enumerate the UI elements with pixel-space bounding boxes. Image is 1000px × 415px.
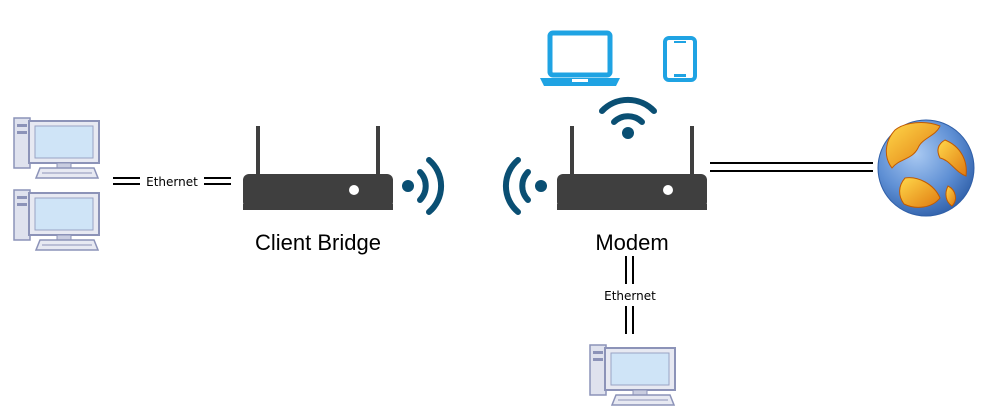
ethernet-label-bottom: Ethernet [604, 289, 656, 303]
wireless-signal-icon [402, 157, 445, 215]
ethernet-label-left: Ethernet [146, 175, 198, 189]
desktop-computer-icon [13, 189, 100, 251]
client-bridge-label: Client Bridge [255, 230, 381, 255]
desktop-computer-icon [589, 344, 676, 406]
modem-router-icon [557, 126, 707, 210]
laptop-icon [540, 30, 620, 86]
ethernet-link-left [113, 177, 231, 185]
client-bridge-router-icon [243, 126, 393, 210]
ethernet-link-bottom [625, 256, 634, 334]
tablet-icon [663, 36, 697, 82]
internet-link [710, 162, 873, 172]
wifi-icon [599, 96, 657, 139]
desktop-computer-icon [13, 117, 100, 179]
modem-label: Modem [595, 230, 668, 255]
globe-icon [877, 119, 975, 217]
wireless-signal-icon [502, 157, 547, 215]
